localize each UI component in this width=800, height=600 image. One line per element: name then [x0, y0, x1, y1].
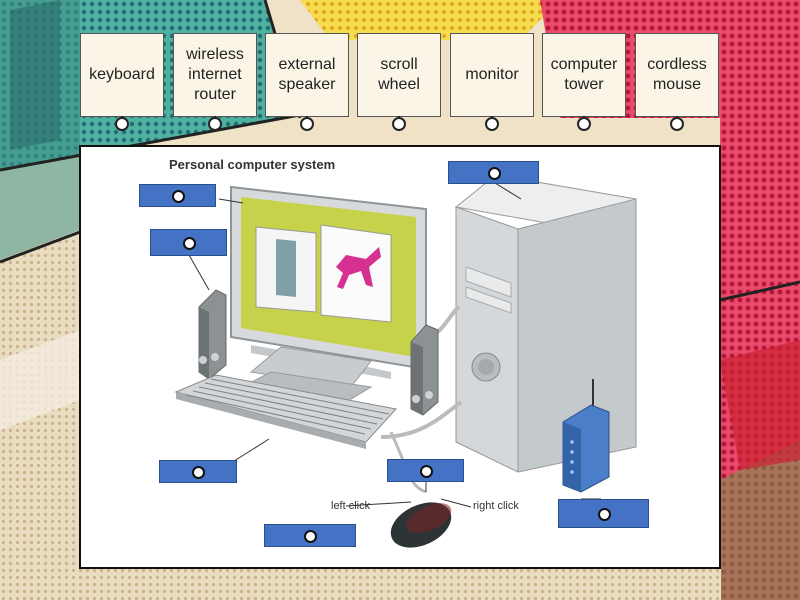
tile-text: external	[278, 56, 336, 73]
tile-text: wireless	[186, 46, 244, 63]
drop-zone-speaker-area[interactable]	[150, 229, 227, 256]
router-illustration	[562, 379, 610, 493]
tile-text: keyboard	[89, 66, 155, 83]
tile-anchor-dot	[577, 117, 591, 131]
label-tile-cordless-mouse[interactable]: cordless mouse	[635, 33, 719, 131]
tile-anchor-dot	[208, 117, 222, 131]
drop-zone-pin	[597, 507, 611, 521]
label-tile-monitor[interactable]: monitor	[450, 33, 534, 131]
tile-anchor-dot	[300, 117, 314, 131]
tile-anchor-dot	[485, 117, 499, 131]
label-tile-wireless-internet-router[interactable]: wireless internet router	[173, 33, 257, 131]
drop-zone-pin	[171, 189, 185, 203]
diagram-title: Personal computer system	[169, 157, 335, 172]
tile-text: router	[194, 86, 236, 103]
drop-zone-pin	[192, 465, 205, 479]
drop-zone-mouse-area[interactable]	[264, 524, 356, 547]
drop-zone-tower-area[interactable]	[448, 161, 539, 184]
label-tile-computer-tower[interactable]: computer tower	[542, 33, 626, 131]
mouse-illustration	[345, 465, 472, 548]
drop-zone-pin	[419, 464, 433, 478]
label-tile-external-speaker[interactable]: external speaker	[265, 33, 349, 131]
drop-zone-monitor-area[interactable]	[139, 184, 216, 207]
speaker-illustration-right	[410, 324, 439, 416]
left-click-caption: left click	[331, 500, 371, 512]
tile-text: mouse	[652, 76, 701, 93]
drop-zone-pin	[304, 529, 317, 543]
drop-zone-pin	[182, 236, 196, 250]
tile-text: cordless	[647, 56, 707, 73]
computer-system-illustration: Personal computer system	[169, 157, 638, 548]
keyboard-illustration	[174, 374, 397, 449]
speaker-illustration-left	[198, 289, 227, 380]
drop-zone-router-area[interactable]	[558, 499, 649, 528]
diagram-board: Personal computer system	[79, 145, 721, 569]
tile-text: scroll	[380, 56, 418, 73]
drop-zone-scroll-wheel-area[interactable]	[387, 459, 464, 482]
tile-anchor-dot	[670, 117, 684, 131]
label-tile-keyboard[interactable]: keyboard	[80, 33, 164, 131]
drop-zone-keyboard-area[interactable]	[159, 460, 237, 483]
tile-text: speaker	[278, 76, 336, 93]
monitor-illustration	[230, 185, 427, 403]
computer-tower-illustration	[454, 174, 638, 473]
tile-text: wheel	[378, 76, 420, 93]
tile-anchor-dot	[392, 117, 406, 131]
tile-text: computer	[550, 56, 618, 73]
tile-text: tower	[564, 76, 604, 93]
label-tile-scroll-wheel[interactable]: scroll wheel	[357, 33, 441, 131]
tile-anchor-dot	[115, 117, 129, 131]
drop-zone-pin	[487, 166, 501, 180]
tile-text: internet	[188, 66, 242, 83]
tile-text: monitor	[465, 66, 519, 83]
right-click-caption: right click	[473, 500, 519, 512]
